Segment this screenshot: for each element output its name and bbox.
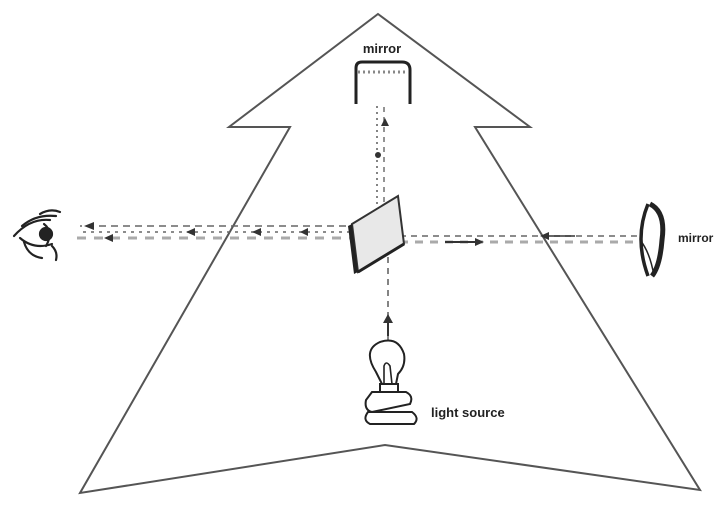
beam-arrows xyxy=(84,118,575,336)
light-beams xyxy=(70,88,640,340)
beam-dot xyxy=(375,152,381,158)
arrow-right-icon xyxy=(475,238,484,246)
top-mirror-label: mirror xyxy=(363,41,401,56)
beam-splitter-icon xyxy=(348,194,406,274)
arrow-up-top-icon xyxy=(381,118,389,126)
arrow-outline xyxy=(78,12,702,495)
light-bulb-icon xyxy=(364,339,418,425)
arrow-left-eye-2-icon xyxy=(104,234,113,242)
light-source-label: light source xyxy=(431,405,505,420)
arrow-left-eye-5-icon xyxy=(300,228,308,236)
arrow-left-mirror-icon xyxy=(540,232,549,240)
arrow-left-eye-3-icon xyxy=(186,228,195,236)
right-mirror-icon xyxy=(639,201,666,278)
eye-icon xyxy=(12,209,62,262)
arrow-up-source-icon xyxy=(383,314,393,323)
arrow-left-eye-4-icon xyxy=(252,228,261,236)
arrow-left-eye-1-icon xyxy=(84,222,94,230)
top-mirror-icon xyxy=(354,60,412,104)
right-mirror-label: mirror xyxy=(678,231,714,245)
